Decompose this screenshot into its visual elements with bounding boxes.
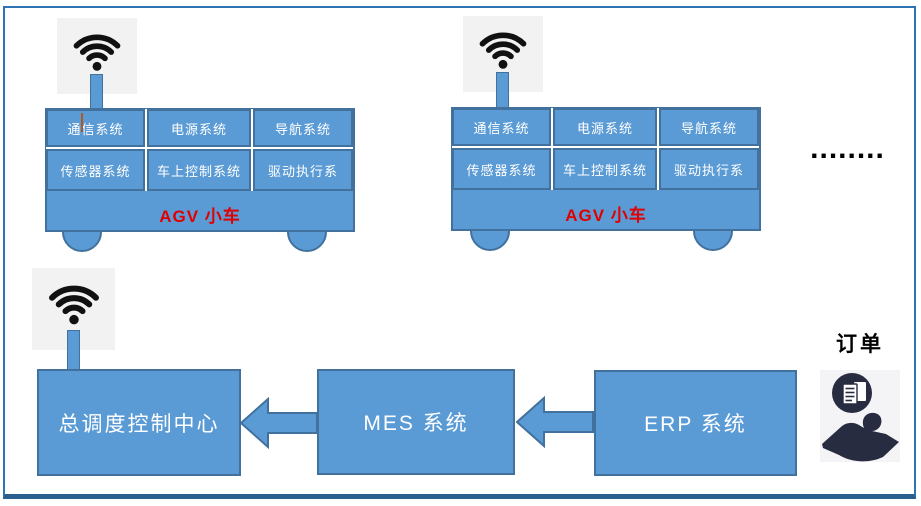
subsystem-cell: 电源系统	[147, 109, 251, 147]
subsystem-cell: 电源系统	[553, 108, 657, 146]
arrow-erp-to-mes-icon	[516, 395, 594, 449]
dispatch-center-label: 总调度控制中心	[58, 412, 220, 436]
wifi-icon	[73, 34, 121, 71]
subsystem-cell: 导航系统	[659, 108, 759, 146]
mes-system-label: MES 系统	[363, 412, 469, 435]
wifi-icon	[48, 285, 99, 325]
agv-cart-label: AGV 小车	[565, 206, 647, 225]
antenna-stem	[90, 74, 103, 112]
subsystem-cell: 导航系统	[253, 109, 353, 147]
subsystem-cell: 驱动执行系	[659, 148, 759, 190]
erp-system-label: ERP 系统	[644, 413, 747, 436]
antenna-stem	[67, 330, 80, 372]
subsystem-cell: 驱动执行系	[253, 149, 353, 191]
subsystem-cell: 通信系统	[452, 108, 551, 146]
antenna-stem	[496, 72, 509, 110]
subsystem-cell: 车上控制系统	[147, 149, 251, 191]
text-cursor-artifact	[81, 113, 83, 132]
wifi-icon	[479, 32, 527, 69]
hand-receiving-document-icon	[822, 373, 899, 462]
erp-system-box: ERP 系统	[594, 370, 797, 476]
subsystem-cell: 传感器系统	[46, 149, 145, 191]
mes-system-box: MES 系统	[317, 369, 515, 475]
subsystem-cell: 车上控制系统	[553, 148, 657, 190]
arrow-mes-to-dispatch-icon	[240, 396, 318, 450]
order-tile	[820, 370, 900, 462]
diagram-frame	[3, 6, 916, 499]
agv-cart-label: AGV 小车	[159, 207, 241, 226]
subsystem-cell: 通信系统	[46, 109, 145, 147]
more-carts-ellipsis: ........	[810, 132, 885, 165]
order-label: 订单	[836, 333, 884, 356]
subsystem-cell: 传感器系统	[452, 148, 551, 190]
dispatch-center-box: 总调度控制中心	[37, 369, 241, 476]
